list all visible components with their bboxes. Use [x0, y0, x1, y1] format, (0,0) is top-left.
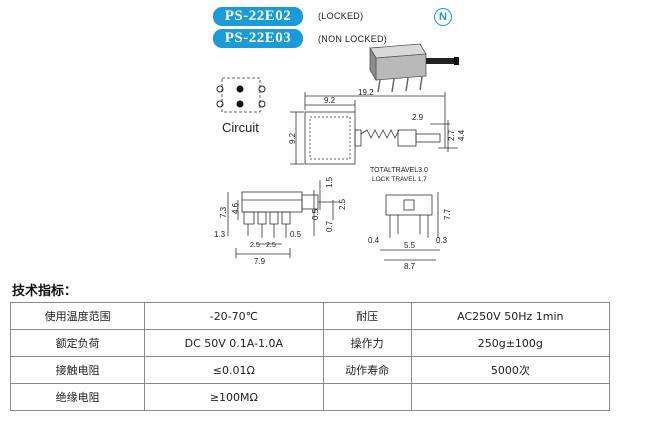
spec-label: 使用温度范围	[9, 302, 146, 330]
lock-travel-label: LOCK TRAVEL 1.7	[372, 176, 427, 183]
dim-side-25: 2.5	[338, 198, 347, 210]
dim-plunger-h2: 4.4	[457, 129, 466, 141]
spec-value: AC250V 50Hz 1min	[410, 302, 611, 330]
model-type-locked: (LOCKED)	[318, 11, 364, 21]
dim-body-length: 9.2	[324, 96, 336, 105]
dim-front-h2: 4.6	[231, 202, 240, 214]
spec-table: 使用温度范围 -20-70℃ 耐压 AC250V 50Hz 1min 额定负荷 …	[9, 302, 611, 411]
model-badge-non-locked: PS-22E03	[213, 29, 303, 48]
dim-right-03: 0.3	[436, 236, 448, 245]
front-view	[227, 180, 340, 258]
dim-pin-w: 0.5	[290, 230, 302, 239]
switch-photo	[369, 43, 459, 93]
spec-section-title: 技术指标：	[12, 284, 78, 299]
spec-value	[410, 383, 611, 411]
table-row: 绝缘电阻 ≥100MΩ	[9, 383, 611, 411]
dim-pitch-2: 2.5	[266, 242, 276, 249]
dim-pitch-1: 2.5	[250, 242, 260, 249]
table-row: 额定负荷 DC 50V 0.1A-1.0A 操作力 250g±100g	[9, 329, 611, 357]
spec-value: 250g±100g	[410, 329, 611, 357]
circuit-label: Circuit	[222, 120, 259, 135]
spec-label: 接触电阻	[9, 356, 146, 384]
spec-value: ≥100MΩ	[144, 383, 324, 411]
dim-side-15: 1.5	[325, 176, 334, 188]
spec-value: -20-70℃	[144, 302, 324, 330]
dim-right-77: 7.7	[443, 208, 452, 220]
technical-drawing: Circuit 19.2 9.2 9.2 2.9 2.7 4.4 TOTALTR…	[214, 43, 466, 270]
model-type-non-locked: (NON LOCKED)	[318, 34, 388, 44]
spec-label: 绝缘电阻	[9, 383, 146, 411]
dim-plunger-h1: 2.7	[447, 129, 456, 141]
spec-value: ≤0.01Ω	[144, 356, 324, 384]
spec-value: DC 50V 0.1A-1.0A	[144, 329, 324, 357]
dim-right-04: 0.4	[368, 236, 380, 245]
dim-right-87: 8.7	[404, 262, 416, 270]
spec-label: 操作力	[322, 329, 412, 357]
dim-plunger-dia: 2.9	[412, 113, 424, 122]
circuit-diagram: Circuit	[216, 77, 266, 135]
total-travel-label: TOTALTRAVEL3.0	[370, 167, 428, 174]
spec-label: 额定负荷	[9, 329, 146, 357]
model-badge-locked: PS-22E02	[213, 7, 303, 26]
dim-side-height: 9.2	[288, 132, 297, 144]
spec-label: 耐压	[322, 302, 412, 330]
top-view	[290, 92, 458, 165]
spec-label: 动作寿命	[322, 356, 412, 384]
dim-front-total: 7.9	[254, 257, 266, 266]
spec-value: 5000次	[410, 356, 611, 384]
brand-logo-icon: N	[434, 8, 452, 26]
spec-label	[322, 383, 412, 411]
dim-front-05: 0.5	[311, 208, 320, 220]
dim-front-w: 1.3	[214, 230, 226, 239]
table-row: 接触电阻 ≤0.01Ω 动作寿命 5000次	[9, 356, 611, 384]
dim-right-55: 5.5	[404, 241, 416, 250]
right-view	[380, 192, 440, 261]
table-row: 使用温度范围 -20-70℃ 耐压 AC250V 50Hz 1min	[9, 302, 611, 330]
dim-front-07: 0.7	[325, 220, 334, 232]
dim-total-length: 19.2	[358, 88, 374, 97]
dim-front-h1: 7.3	[219, 206, 228, 218]
